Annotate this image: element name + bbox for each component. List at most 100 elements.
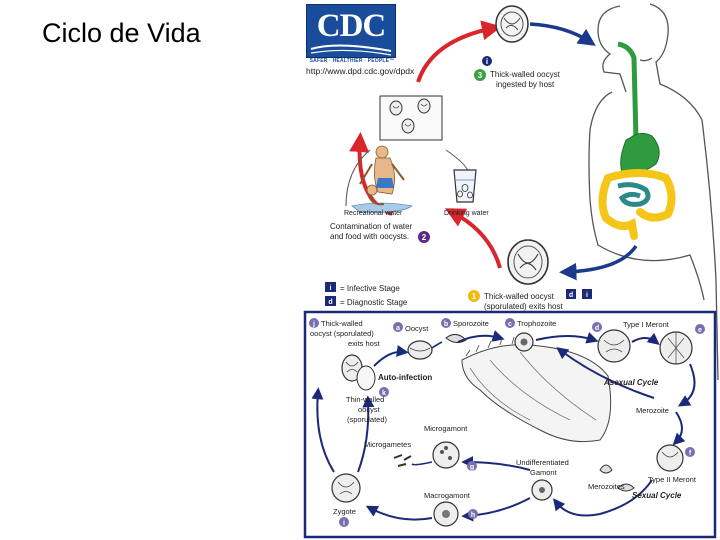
human-body-outline	[588, 3, 719, 381]
stage-i-zygote	[331, 473, 361, 503]
legend-infective-label: = Infective Stage	[340, 284, 400, 293]
k-label-line1: Thin-walled	[346, 395, 384, 404]
step3-badge	[474, 69, 486, 81]
step2-badge	[418, 231, 430, 243]
arrow-sporozoite-to-trophozoite	[457, 330, 505, 343]
step1-diagnostic-badge	[566, 289, 576, 299]
type2-meront-label: Type II Meront	[648, 475, 697, 484]
badge-e-letter: e	[698, 327, 702, 334]
stage-d-type1-meront	[597, 329, 631, 363]
contamination-label-line1: Contamination of water	[330, 222, 413, 231]
k-label-line2: oocyst	[358, 405, 381, 414]
asexual-cycle-label: Asexual Cycle	[603, 378, 659, 387]
stage-k-thin-walled-oocyst	[356, 365, 376, 391]
arrow-meront-d-to-e	[631, 332, 660, 345]
badge-b-letter: b	[444, 321, 448, 328]
badge-j-letter: j	[312, 321, 315, 328]
arrow-oocyst-to-sporozoite	[431, 341, 443, 349]
cdc-logo: CDC	[306, 4, 396, 58]
badge-g-letter: g	[470, 464, 474, 471]
badge-c	[505, 318, 515, 328]
arrow-macrogamont-to-zygote	[365, 505, 433, 521]
badge-i	[339, 517, 349, 527]
a-label: Oocyst	[405, 324, 429, 333]
cdc-url: http://www.dpd.cdc.gov/dpdx	[306, 66, 415, 76]
step3-badge-number: 3	[478, 71, 483, 80]
badge-a-letter: a	[396, 325, 400, 332]
j-label-line1: Thick-walled	[321, 319, 363, 328]
badge-g	[467, 461, 477, 471]
badge-d-letter: d	[595, 325, 599, 332]
arrow-zygote-to-thin-oocyst	[357, 395, 375, 473]
sexual-cycle-label: Sexual Cycle	[632, 491, 682, 500]
oocyst-exits-host-illustration	[507, 239, 549, 285]
merozoites-label: Merozoites	[588, 482, 625, 491]
stage-g-microgamont	[432, 441, 460, 469]
k-label-line3: (sporulated)	[347, 415, 388, 424]
arrow-merozoite-reinfection	[556, 347, 655, 399]
arrow-auto-infection	[373, 345, 409, 367]
recreational-water-label: Recreational water	[344, 210, 403, 217]
legend-infective-letter: i	[330, 285, 332, 292]
stage-undifferentiated-gamont	[531, 479, 553, 501]
badge-h	[468, 509, 478, 519]
arrow-meront-to-merozoite	[677, 363, 696, 407]
arrow-excretion-to-water	[444, 208, 502, 269]
j-label-line3: exits host	[348, 339, 381, 348]
intestinal-epithelium-illustration	[461, 336, 612, 443]
arrow-merozoite-to-type2	[672, 411, 686, 446]
badge-f-letter: f	[689, 450, 692, 457]
step1-label-line2: (sporulated) exits host	[484, 302, 563, 311]
legend-infective-swatch	[325, 282, 336, 292]
arrow-ingestion-to-host	[529, 22, 596, 46]
cdc-logo-swoosh	[310, 44, 392, 56]
stage-c-trophozoite	[514, 332, 534, 352]
stage-merozoites	[599, 464, 635, 492]
drinking-water-glass	[453, 169, 477, 203]
microgamont-label: Microgamont	[424, 424, 468, 433]
arrow-contamination-to-ingestion	[416, 20, 502, 83]
badge-i-letter: i	[343, 520, 345, 527]
d-label: Type I Meront	[623, 320, 670, 329]
badge-k-letter: k	[382, 390, 386, 397]
microgametes-label: Microgametes	[364, 440, 411, 449]
oocysts-in-water-box	[379, 95, 443, 141]
badge-f	[685, 447, 695, 457]
badge-c-letter: c	[508, 321, 512, 328]
stage-microgametes	[393, 454, 412, 467]
step1-infective-badge-letter: i	[586, 292, 588, 299]
b-label: Sporozoite	[453, 319, 489, 328]
badge-d	[592, 322, 602, 332]
j-label-line2: oocyst (sporulated)	[310, 329, 374, 338]
arrow-merozoites-to-gamont	[553, 479, 653, 517]
step1-infective-badge	[582, 289, 592, 299]
stage-f-type2-meront	[656, 444, 684, 472]
slide-title: Ciclo de Vida	[42, 18, 201, 48]
undifferentiated-gamont-line1: Undifferentiated	[516, 458, 569, 467]
contamination-label-line2: and food with oocysts.	[330, 232, 409, 241]
badge-e	[695, 324, 705, 334]
oocyst-ingested-illustration	[495, 5, 529, 43]
arrow-host-to-excretion	[559, 244, 638, 281]
stage-h-macrogamont	[433, 501, 459, 527]
merozoite-label: Merozoite	[636, 406, 669, 415]
curve-to-recreational	[345, 149, 371, 207]
badge-a	[393, 322, 403, 332]
step1-badge	[468, 290, 480, 302]
swimmers-illustration	[351, 145, 414, 213]
step3-label-line2: ingested by host	[496, 80, 555, 89]
auto-infection-label: Auto-infection	[378, 373, 432, 382]
badge-j	[309, 318, 319, 328]
step1-badge-number: 1	[472, 292, 477, 301]
legend-diagnostic-letter: d	[328, 299, 332, 306]
drinking-water-label: Drinking water	[444, 210, 489, 217]
arrow-trophozoite-to-meront	[535, 332, 599, 344]
stage-e-meront	[659, 331, 693, 365]
legend-diagnostic-swatch	[325, 296, 336, 306]
macrogamont-label: Macrogamont	[424, 491, 471, 500]
cdc-logo-text: CDC	[316, 8, 387, 44]
undifferentiated-gamont-line2: Gamont	[530, 468, 558, 477]
c-label: Trophozoite	[517, 319, 556, 328]
